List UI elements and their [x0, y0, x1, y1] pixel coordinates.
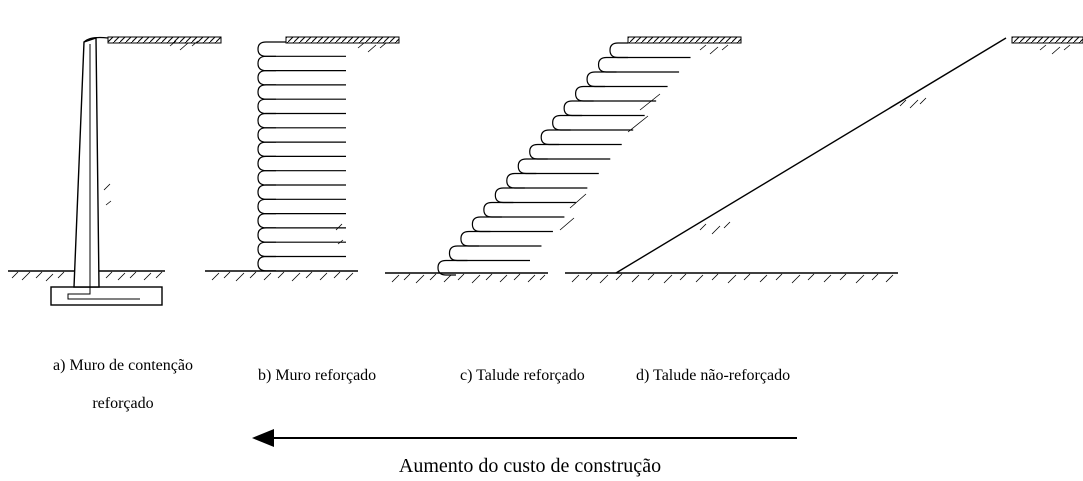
reinforcement-layer	[552, 114, 645, 131]
top-surface-a	[107, 36, 222, 44]
soil-mark-a	[103, 40, 199, 206]
reinforcement-layer	[460, 230, 553, 247]
reinforcement-layer	[257, 41, 286, 57]
reinforcement-layers-c	[437, 42, 691, 276]
reinforcement-layer	[257, 141, 346, 157]
reinforced-slope-figure	[385, 36, 742, 284]
top-surface-b	[285, 36, 400, 44]
reinforcement-layer	[257, 155, 346, 172]
ground-hatch-b	[211, 271, 354, 282]
wall-reinforcement	[67, 44, 140, 300]
soil-mark-b	[335, 42, 387, 245]
arrow-caption: Aumento do custo de construção	[398, 455, 662, 477]
ground-hatch-a	[11, 271, 163, 282]
reinforcement-layer	[257, 213, 346, 229]
wall-footing	[50, 286, 163, 306]
reinforcement-layers-b	[257, 41, 346, 272]
unreinforced-slope-figure	[565, 36, 1083, 284]
reinforcement-layer	[540, 129, 634, 146]
reinforcement-layer	[257, 70, 346, 86]
reinforcement-layer	[257, 127, 346, 143]
reinforcement-layer	[517, 158, 611, 175]
reinforcement-layer	[437, 259, 530, 276]
slope-surface-d	[615, 37, 1007, 274]
reinforcement-layer	[257, 98, 346, 115]
arrowhead	[252, 429, 274, 447]
reinforcement-layer	[609, 42, 628, 59]
label-a: a) Muro de contenção reforçado	[0, 347, 246, 423]
label-c: c) Talude reforçado	[460, 367, 585, 384]
reinforcement-layer	[257, 241, 346, 258]
reinforcement-layer	[257, 55, 346, 72]
top-surface-c	[627, 36, 742, 44]
reinforcement-layer	[506, 172, 599, 189]
reinforcement-layer	[529, 143, 622, 160]
label-a-line1: a) Muro de contenção	[53, 357, 193, 374]
reinforced-wall-figure	[205, 36, 400, 282]
label-a-line2: reforçado	[92, 395, 154, 412]
reinforcement-layer	[597, 56, 691, 73]
reinforcement-layer	[257, 227, 346, 243]
soil-mark-d	[699, 44, 1071, 235]
cost-arrow	[252, 429, 797, 447]
reinforcement-layer	[471, 216, 565, 233]
label-b: b) Muro reforçado	[258, 367, 377, 384]
reinforcement-layer	[257, 198, 346, 215]
reinforcement-layer	[257, 255, 346, 272]
reinforcement-layer	[257, 170, 346, 186]
soil-mark-c	[559, 44, 729, 231]
reinforcement-layer	[448, 245, 542, 262]
wall-stem	[73, 37, 100, 288]
reinforcement-layer	[257, 112, 346, 129]
ground-hatch-c	[391, 273, 546, 284]
reinforcement-layer	[494, 187, 588, 204]
top-surface-d	[1011, 36, 1083, 44]
wall-top	[83, 36, 109, 43]
label-d: d) Talude não-reforçado	[636, 367, 791, 384]
reinforcement-layer	[483, 201, 576, 218]
reinforcement-layer	[586, 71, 680, 88]
retaining-wall-figure	[8, 36, 222, 306]
reinforcement-layer	[257, 84, 346, 100]
ground-hatch-d	[571, 273, 894, 284]
reinforcement-layer	[257, 184, 346, 200]
